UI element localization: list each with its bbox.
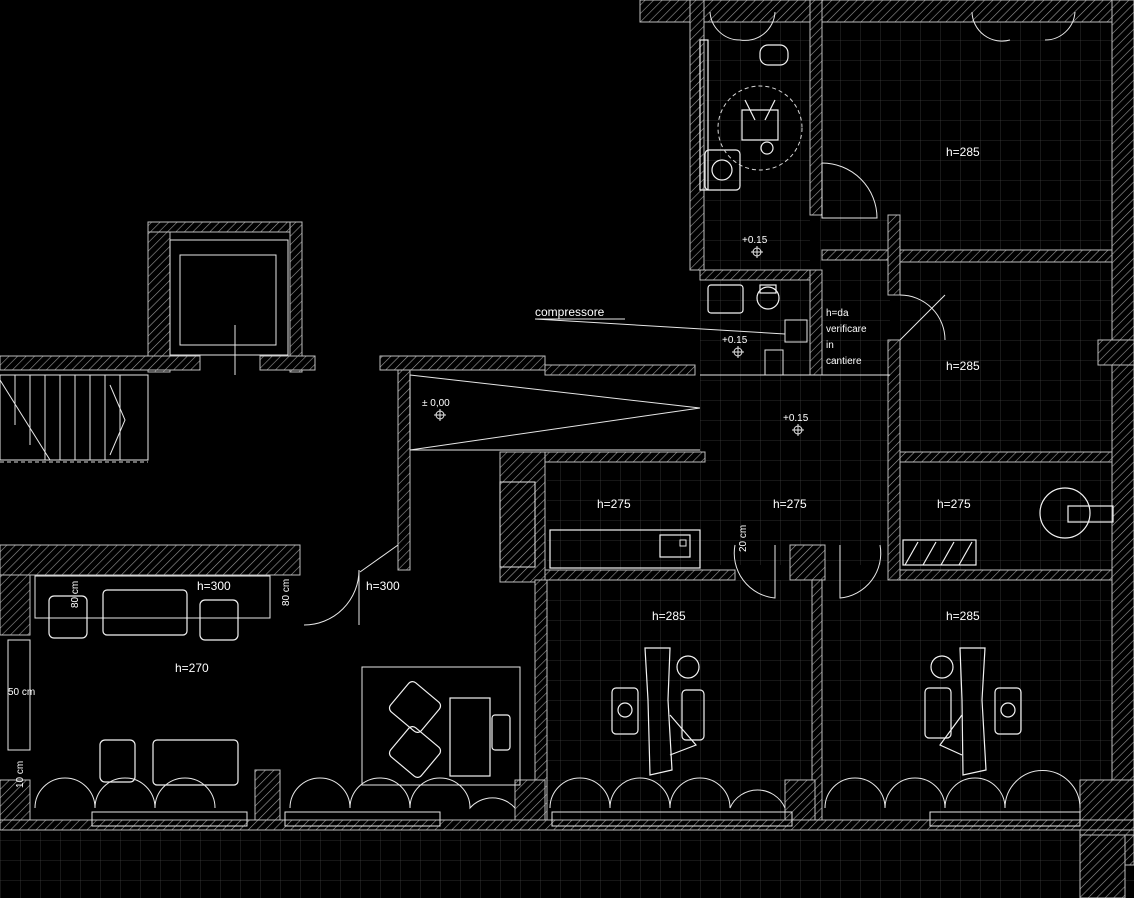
utility-fixtures xyxy=(707,284,808,376)
window-swings xyxy=(34,11,1081,827)
compressor-label: compressore xyxy=(535,305,605,319)
compressor-leader xyxy=(534,318,786,335)
level-corridor-label: +0.15 xyxy=(783,413,809,424)
toilet-icon xyxy=(759,44,789,66)
waiting-furniture xyxy=(7,575,271,786)
level-000-label: ± 0,00 xyxy=(422,398,450,409)
h-verify-line-4: cantiere xyxy=(826,356,862,367)
room-alcove-height: h=300 xyxy=(197,579,231,593)
room-top-right-height: h=285 xyxy=(946,145,980,159)
room-surgery-left-height: h=285 xyxy=(652,609,686,623)
dental-chair-icon xyxy=(924,647,1022,776)
wc-fixtures xyxy=(699,39,803,191)
wheelchair-icon xyxy=(717,85,803,171)
sofa-icon xyxy=(102,589,188,636)
room-mid-right-height: h=285 xyxy=(946,359,980,373)
door-swing-icon xyxy=(303,162,946,626)
room-kitchen-height: h=275 xyxy=(597,497,631,511)
dim-80-a: 80 cm xyxy=(70,581,81,608)
storage-fixtures xyxy=(902,487,1114,566)
room-outlines xyxy=(0,374,890,568)
sofa-icon xyxy=(152,739,239,786)
elevator-icon xyxy=(169,239,289,375)
desk-icon xyxy=(449,697,491,777)
tiled-floors xyxy=(0,22,1134,898)
h-verify-line-3: in xyxy=(826,340,834,351)
dim-20: 20 cm xyxy=(738,525,749,552)
level-wc-label: +0.15 xyxy=(742,235,768,246)
armchair-icon xyxy=(199,599,239,641)
armchair-icon xyxy=(99,739,136,783)
armchair-icon xyxy=(48,595,88,639)
level-utility-label: +0.15 xyxy=(722,335,748,346)
office-furniture xyxy=(361,666,521,786)
level-marker-icon xyxy=(434,246,804,436)
stair-icon xyxy=(0,374,149,461)
dim-50: 50 cm xyxy=(8,687,35,698)
room-entry-height: h=300 xyxy=(366,579,400,593)
dental-chair-icon xyxy=(611,647,705,776)
room-surgery-right-height: h=285 xyxy=(946,609,980,623)
dim-10: 10 cm xyxy=(15,761,26,788)
room-storage-height: h=275 xyxy=(937,497,971,511)
sink-icon xyxy=(704,149,741,191)
h-verify-line-1: h=da xyxy=(826,308,849,319)
room-corridor-height: h=275 xyxy=(773,497,807,511)
dim-80-b: 80 cm xyxy=(281,579,292,606)
kitchen-counter xyxy=(549,529,701,569)
h-verify-line-2: verificare xyxy=(826,324,867,335)
room-waiting-height: h=270 xyxy=(175,661,209,675)
